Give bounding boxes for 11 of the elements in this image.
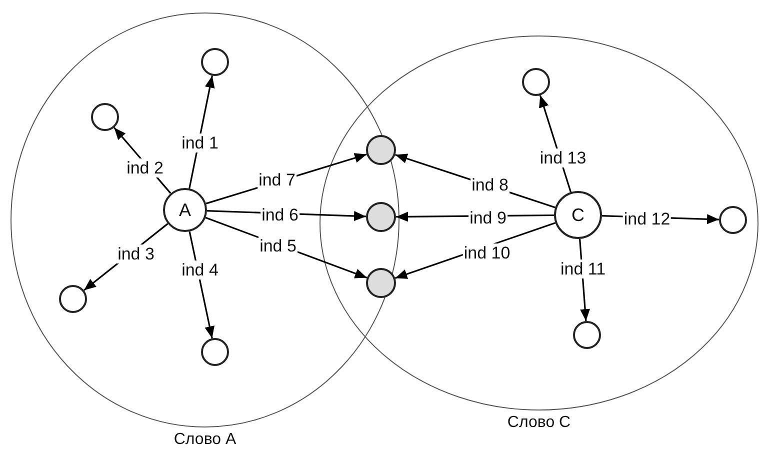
edge-label: ind 8 <box>470 176 510 194</box>
edge-label: ind 11 <box>559 260 607 278</box>
edge-label: ind 5 <box>258 236 298 256</box>
edge-label: ind 7 <box>258 170 296 190</box>
edge-label: ind 1 <box>180 134 220 152</box>
set-label: Слово A <box>174 430 236 450</box>
edge-label: ind 4 <box>180 260 220 280</box>
edge-label: ind 2 <box>126 158 164 178</box>
edge-label: ind 3 <box>116 244 156 264</box>
edge-label: ind 13 <box>538 148 588 168</box>
set-label: Слово C <box>507 413 571 433</box>
